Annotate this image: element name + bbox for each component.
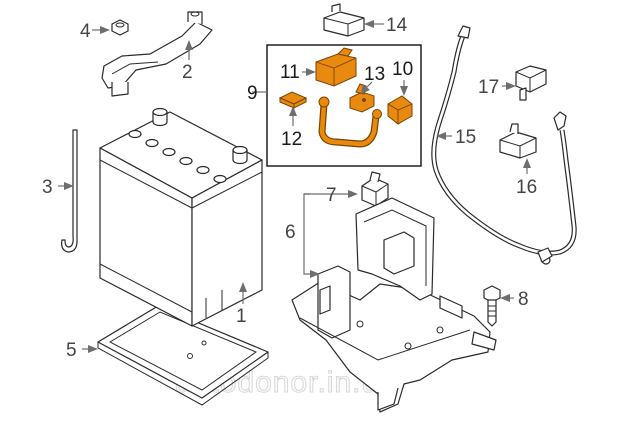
callout-17: 17 [478,77,499,98]
connector-part [323,3,365,37]
callout-2: 2 [182,62,193,83]
insulator-pad [278,91,308,109]
terminal-cover [387,95,413,125]
callout-12: 12 [281,129,302,150]
callout-11: 11 [280,62,300,83]
bracket-clip [361,171,389,207]
battery-cable [318,96,382,148]
callout-10: 10 [392,59,413,80]
callout-3: 3 [42,177,53,198]
callout-14: 14 [386,15,408,36]
mounting-bracket [291,197,497,413]
callout-1: 1 [236,306,247,327]
sensor-part [515,65,547,101]
callout-16: 16 [516,177,537,198]
hold-down-frame [101,11,213,97]
callouts: 1 2 3 4 5 6 7 8 9 10 11 12 13 14 15 16 1… [42,15,537,361]
fusible-link-box [315,47,357,87]
callout-8: 8 [518,289,529,310]
cable-clip [499,123,537,159]
callout-13: 13 [364,64,385,85]
callout-7: 7 [326,185,337,206]
hold-down-rod [61,129,78,253]
battery [99,107,263,327]
callout-9: 9 [247,83,258,104]
nut [111,19,129,36]
callout-4: 4 [80,21,91,42]
leader-lines [58,20,531,353]
battery-tray [97,305,269,406]
callout-15: 15 [455,127,476,148]
callout-5: 5 [66,340,77,361]
bolt [483,285,501,327]
long-battery-cable [431,25,577,265]
callout-6: 6 [285,222,296,243]
